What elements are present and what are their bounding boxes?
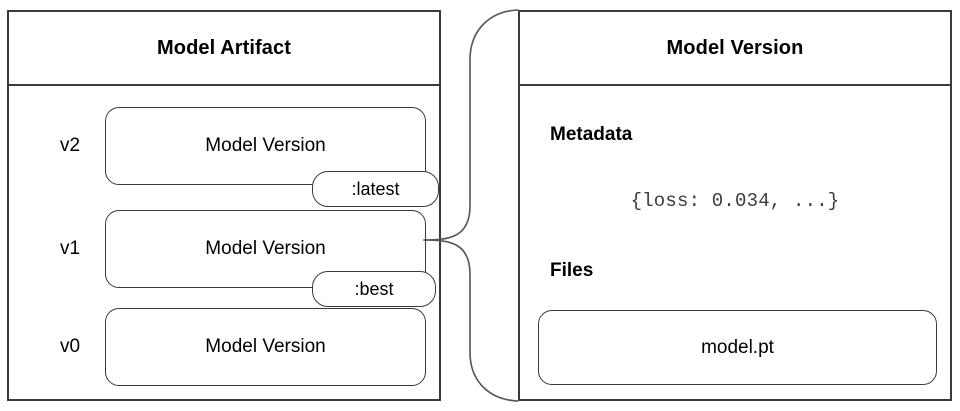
model-artifact-title: Model Artifact	[157, 36, 291, 59]
version-label-v2: v2	[59, 135, 81, 156]
model-version-body: Metadata {loss: 0.034, ...} Files model.…	[520, 86, 950, 401]
model-artifact-body: v2 Model Version v1 Model Version v0 Mod…	[9, 86, 439, 401]
model-version-panel: Model Version Metadata {loss: 0.034, ...…	[518, 10, 952, 401]
tag-chip-best[interactable]: :best	[312, 271, 436, 307]
version-row-v0: v0 Model Version	[9, 308, 439, 386]
metadata-heading: Metadata	[550, 124, 633, 145]
version-box-label-v2: Model Version	[205, 135, 326, 156]
version-label-v1: v1	[59, 238, 81, 259]
tag-chip-latest-label: :latest	[351, 178, 400, 199]
tag-chip-latest[interactable]: :latest	[312, 171, 439, 207]
version-box-label-v0: Model Version	[205, 336, 326, 357]
metadata-value: {loss: 0.034, ...}	[630, 190, 840, 212]
tag-chip-best-label: :best	[354, 278, 394, 299]
model-version-title: Model Version	[666, 36, 804, 59]
file-item-label: model.pt	[701, 336, 774, 358]
model-artifact-panel: Model Artifact v2 Model Version v1 Model…	[7, 10, 441, 401]
file-item-model-pt[interactable]: model.pt	[538, 310, 937, 385]
model-artifact-header: Model Artifact	[9, 12, 439, 86]
version-box-label-v1: Model Version	[205, 238, 326, 259]
version-label-v0: v0	[59, 336, 81, 357]
files-heading: Files	[550, 260, 594, 281]
version-box-v0[interactable]: Model Version	[105, 308, 426, 386]
model-version-header: Model Version	[520, 12, 950, 86]
